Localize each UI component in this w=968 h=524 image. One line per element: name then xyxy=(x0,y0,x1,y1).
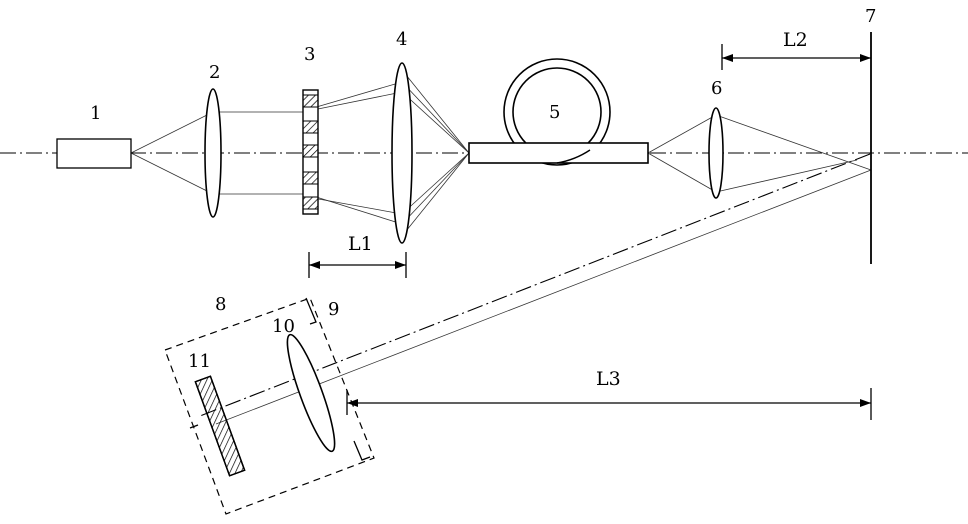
label-5: 5 xyxy=(549,102,560,123)
label-10: 10 xyxy=(272,316,295,337)
label-6: 6 xyxy=(711,78,722,99)
laser-source xyxy=(57,139,131,168)
laser-beam-rays xyxy=(131,70,871,424)
label-11: 11 xyxy=(188,351,211,372)
label-7: 7 xyxy=(865,6,876,27)
dimension-label-l1: L1 xyxy=(348,233,373,255)
detector-housing xyxy=(165,298,374,514)
focusing-lens xyxy=(392,63,412,243)
detector-plate xyxy=(195,376,244,475)
receiver-lens xyxy=(279,331,342,455)
grating-mask xyxy=(303,90,318,214)
label-3: 3 xyxy=(304,44,315,65)
label-4: 4 xyxy=(396,29,407,50)
collimating-lens xyxy=(205,89,221,217)
label-2: 2 xyxy=(209,62,220,83)
label-9: 9 xyxy=(328,299,339,320)
dimension-l3 xyxy=(347,388,871,420)
dimension-label-l3: L3 xyxy=(596,368,621,390)
dimension-l1 xyxy=(309,252,406,278)
output-lens xyxy=(709,108,723,198)
housing-lower-marker xyxy=(354,441,370,460)
label-1: 1 xyxy=(90,103,101,124)
label-8: 8 xyxy=(215,294,226,315)
dimension-label-l2: L2 xyxy=(783,29,808,51)
